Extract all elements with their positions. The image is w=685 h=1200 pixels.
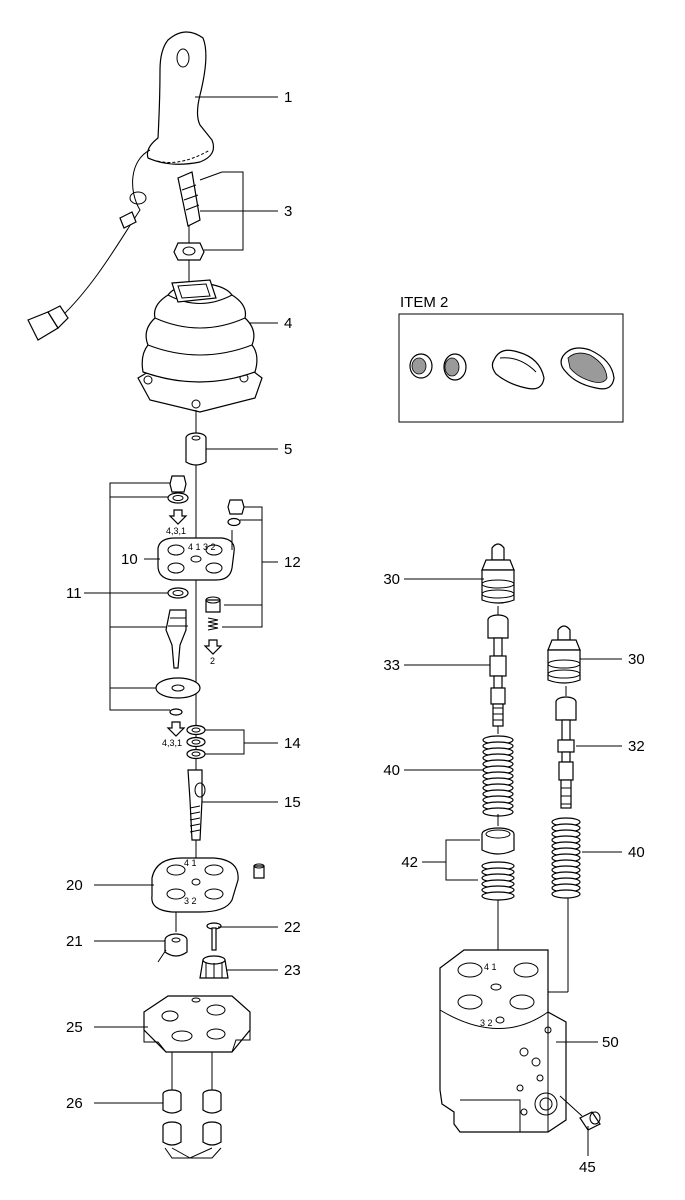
callout-15: 15 (284, 794, 301, 811)
callout-labels: 1 3 4 5 10 11 12 14 15 20 21 22 23 25 26… (66, 89, 645, 1176)
part-32-spool (555, 696, 577, 809)
part-42-short-spring (481, 861, 515, 901)
part-12-set: 2 (203, 499, 245, 666)
part-5-bushing (185, 432, 207, 466)
callout-5: 5 (284, 441, 292, 458)
spring-coil (551, 889, 581, 899)
part-26-bushings (162, 1089, 222, 1159)
callout-50: 50 (602, 1034, 619, 1051)
callout-40-left: 40 (383, 762, 400, 779)
callout-30-lower: 30 (628, 651, 645, 668)
part-30-upper-plug (481, 543, 515, 604)
arrow-top-label: 4,3,1 (166, 526, 186, 536)
part-14-washers (186, 724, 206, 760)
callout-32: 32 (628, 738, 645, 755)
arrow-bottom-label: 4,3,1 (162, 738, 182, 748)
callout-1: 1 (284, 89, 292, 106)
callout-25: 25 (66, 1019, 83, 1036)
plate-20-ports-bot: 3 2 (184, 896, 197, 906)
part-1-joystick-handle (27, 31, 215, 341)
part-30-lower-plug (547, 625, 581, 684)
plate-10-ports: 4 1 3 2 (188, 542, 216, 552)
callout-12: 12 (284, 554, 301, 571)
callout-4: 4 (284, 315, 292, 332)
part-40-spring-left (482, 735, 514, 817)
inset-item-2: ITEM 2 (398, 294, 624, 423)
part-15-plunger (187, 769, 206, 841)
callout-11: 11 (66, 585, 82, 602)
callout-33: 33 (383, 657, 400, 674)
callout-21: 21 (66, 933, 83, 950)
inset-title: ITEM 2 (400, 294, 448, 311)
callout-30-upper: 30 (383, 571, 400, 588)
arrow-top: 4,3,1 (166, 509, 188, 536)
callout-40-right: 40 (628, 844, 645, 861)
part-33-spool (487, 614, 509, 727)
part-10-upper-washers (167, 475, 189, 504)
callout-26: 26 (66, 1095, 83, 1112)
part-11-washer (167, 587, 189, 599)
part-21-sensor (157, 933, 188, 963)
spring-coil (481, 891, 515, 901)
part-25-base-plate (143, 995, 251, 1053)
part-11-shaft (155, 609, 201, 716)
callout-22: 22 (284, 919, 301, 936)
part-22-pin (206, 922, 222, 951)
body-ports-bot: 3 2 (480, 1018, 493, 1028)
part-42-cap-spring (481, 827, 515, 855)
part-4-rubber-boot (137, 279, 263, 413)
part-45-plug (559, 1095, 601, 1131)
callout-42: 42 (401, 854, 418, 871)
arrow-bottom: 4,3,1 (162, 721, 186, 748)
callout-45: 45 (579, 1159, 596, 1176)
part-10-plate: 4 1 3 2 (157, 537, 235, 581)
body-ports-top: 4 1 (484, 962, 497, 972)
callout-14: 14 (284, 735, 301, 752)
part-40-spring-right (551, 817, 581, 899)
part-20-plate: 4 1 3 2 (151, 857, 265, 913)
plate-20-ports-top: 4 1 (184, 858, 197, 868)
callout-10: 10 (121, 551, 138, 568)
callout-3: 3 (284, 203, 292, 220)
arrow-mid-label: 2 (210, 656, 215, 666)
part-50-valve-body: 4 1 3 2 (439, 949, 567, 1133)
callout-23: 23 (284, 962, 301, 979)
callout-20: 20 (66, 877, 83, 894)
part-23-cap (199, 955, 229, 979)
part-3-shaft-and-nut (173, 171, 223, 282)
